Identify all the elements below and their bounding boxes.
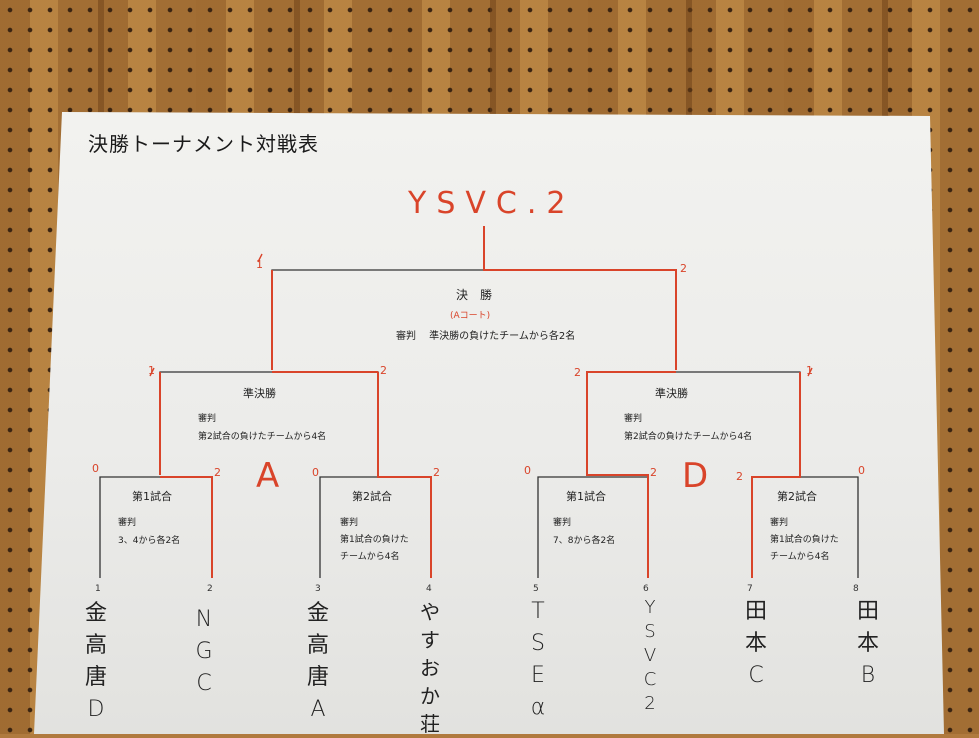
semi-right-referee: 第2試合の負けたチームから4名 bbox=[624, 432, 753, 442]
seed-number: 1 bbox=[95, 584, 101, 594]
score-final-right: 2 bbox=[680, 262, 687, 275]
semi-right-label: 準決勝 bbox=[655, 387, 688, 400]
score-m2r-left: 2 bbox=[736, 470, 743, 483]
semi-left-referee: 第2試合の負けたチームから4名 bbox=[198, 432, 327, 442]
seed-number: 5 bbox=[533, 584, 539, 594]
match1-left-referee-label: 審判 bbox=[118, 518, 137, 528]
match1-right-referee: 7、8から各2名 bbox=[553, 536, 616, 546]
match2-right-referee-line2: チームから4名 bbox=[770, 552, 830, 562]
match2-left-label: 第2試合 bbox=[352, 490, 392, 503]
score-semi-right-left: 2 bbox=[574, 366, 581, 379]
match2-right-referee-label: 審判 bbox=[770, 518, 789, 528]
score-m1r-left: 0 bbox=[524, 464, 531, 477]
match2-right-referee-line1: 第1試合の負けた bbox=[770, 535, 839, 545]
page-title: 決勝トーナメント対戦表 bbox=[88, 132, 319, 156]
score-semi-right-right: 1 bbox=[806, 364, 813, 377]
score-m1l-left: 0 bbox=[92, 462, 99, 475]
match1-right-label: 第1試合 bbox=[566, 490, 606, 503]
match1-right-referee-label: 審判 bbox=[553, 518, 572, 528]
final-referee: 審判 準決勝の負けたチームから各2名 bbox=[396, 331, 576, 342]
score-m1l-right: 2 bbox=[214, 466, 221, 479]
seed-number: 7 bbox=[747, 584, 753, 594]
match2-left-referee-line2: チームから4名 bbox=[340, 552, 400, 562]
seed-number: 3 bbox=[315, 584, 321, 594]
seed-number: 2 bbox=[207, 584, 213, 594]
score-semi-left-right: 2 bbox=[380, 364, 387, 377]
semi-right-referee-label: 審判 bbox=[624, 414, 643, 424]
final-label: 決 勝 bbox=[456, 288, 493, 302]
score-m1r-right: 2 bbox=[650, 466, 657, 479]
score-m2r-right: 0 bbox=[858, 464, 865, 477]
score-m2l-right: 2 bbox=[433, 466, 440, 479]
block-letter-left: A bbox=[256, 456, 280, 496]
score-m2l-left: 0 bbox=[312, 466, 319, 479]
match2-left-referee-line1: 第1試合の負けた bbox=[340, 535, 409, 545]
final-court: (Aコート) bbox=[450, 311, 491, 321]
score-final-left: 1 bbox=[256, 258, 263, 271]
semi-left-referee-label: 審判 bbox=[198, 414, 217, 424]
match2-left-referee-label: 審判 bbox=[340, 518, 359, 528]
semi-left-label: 準決勝 bbox=[243, 387, 276, 400]
champion-name: YSVC.2 bbox=[408, 186, 576, 221]
team-name-4: やすおか荘 bbox=[420, 600, 440, 736]
seed-number: 4 bbox=[426, 584, 432, 594]
match1-left-referee: 3、4から各2名 bbox=[118, 536, 181, 546]
block-letter-right: D bbox=[682, 456, 709, 496]
match2-right-label: 第2試合 bbox=[777, 490, 817, 503]
seed-number: 6 bbox=[643, 584, 649, 594]
score-semi-left-left: 1 bbox=[148, 364, 155, 377]
match1-left-label: 第1試合 bbox=[132, 490, 172, 503]
seed-number: 8 bbox=[853, 584, 859, 594]
